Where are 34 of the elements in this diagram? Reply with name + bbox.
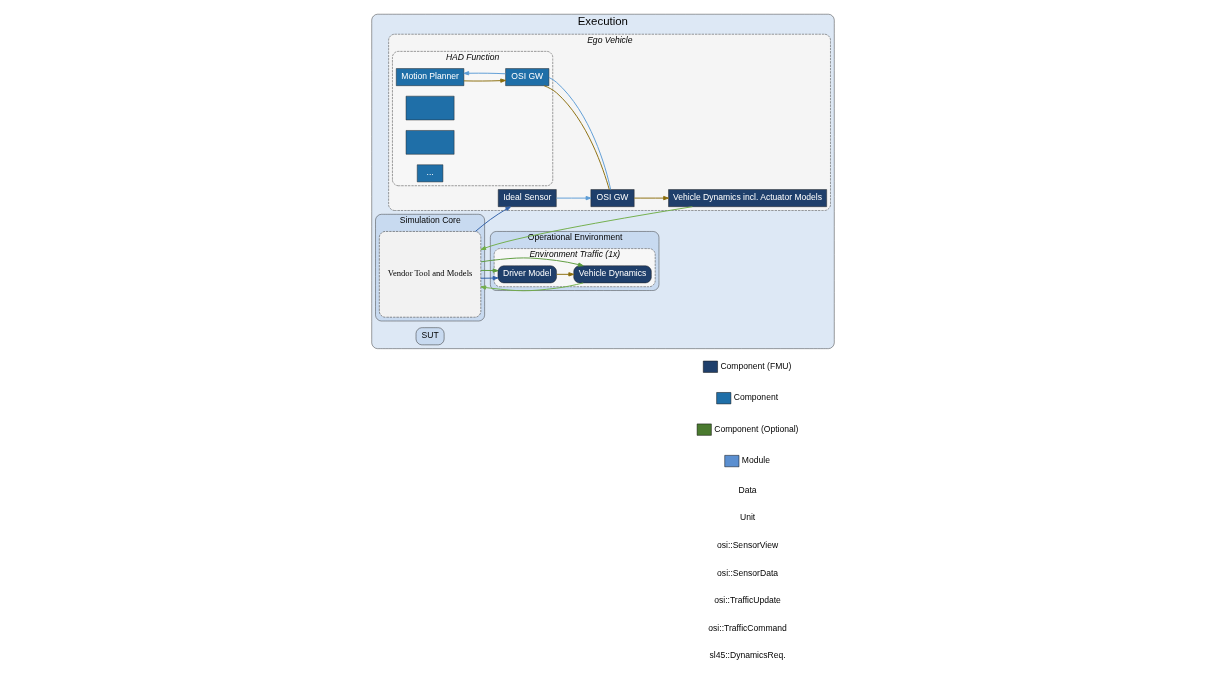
arrow <box>462 71 506 76</box>
legend-label: Component (Optional) <box>713 423 798 434</box>
arrow <box>633 195 669 201</box>
arrow <box>480 282 584 292</box>
node-box: OSI GW <box>590 189 634 207</box>
node-box: OSI GW <box>504 68 549 86</box>
arrow <box>479 275 498 281</box>
legend-label: Component <box>733 392 778 403</box>
node-box: SUT <box>415 327 444 346</box>
node-box: ... <box>416 164 443 183</box>
node-box: Motion Planner <box>395 68 464 86</box>
arrow <box>555 272 574 277</box>
arrow <box>479 206 693 251</box>
node-box: Driver Model <box>497 265 557 284</box>
legend-label: osi::SensorData <box>716 567 778 578</box>
arrow <box>479 268 498 273</box>
arrow <box>474 206 511 232</box>
node-box <box>405 95 454 121</box>
node-box: Vendor Tool and Models <box>378 231 481 318</box>
arrow <box>462 78 506 83</box>
legend-label: osi::SensorView <box>716 539 778 550</box>
legend-label: osi::TrafficUpdate <box>713 595 781 606</box>
node-box <box>405 130 454 155</box>
node-box: Vehicle Dynamics incl. Actuator Models <box>667 189 827 207</box>
legend-label: osi::TrafficCommand <box>707 622 787 633</box>
legend-label: Unit <box>739 512 755 523</box>
node-box: Ideal Sensor <box>497 189 557 207</box>
arrow <box>480 257 584 267</box>
arrow <box>555 195 591 201</box>
legend-label: Component (FMU) <box>719 360 791 371</box>
legend-label: sl45::DynamicsReq. <box>709 650 786 661</box>
node-box: Vehicle Dynamics <box>572 265 652 284</box>
legend-label: Data <box>738 484 757 495</box>
legend-label: Module <box>741 455 770 466</box>
